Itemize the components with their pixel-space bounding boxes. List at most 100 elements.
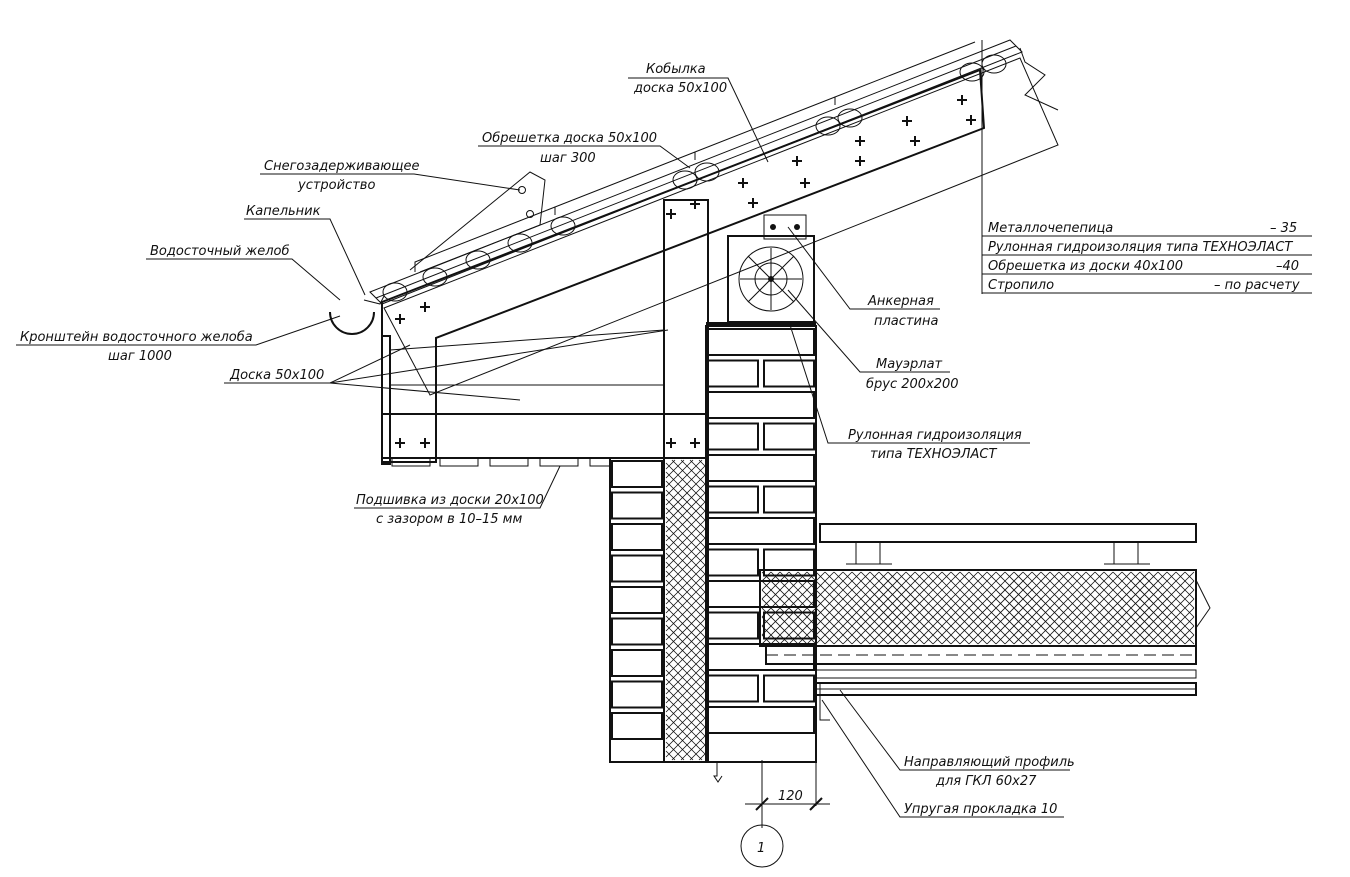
hatch-line <box>869 571 943 645</box>
hatch-line <box>665 696 707 738</box>
hatch-line <box>665 617 707 659</box>
hatch-line <box>1148 598 1195 645</box>
brick <box>611 460 663 488</box>
fastener-crosses <box>395 95 976 448</box>
hatch-line <box>1157 607 1195 645</box>
hatch-line <box>842 571 916 645</box>
hatch-line <box>698 752 707 761</box>
hatch-line <box>851 571 925 645</box>
hatch-line <box>905 571 979 645</box>
hatch-line <box>932 571 1006 645</box>
roof-covering <box>369 39 1023 305</box>
hatch-line <box>806 571 880 645</box>
hatch-line <box>770 571 844 645</box>
label-mauerlat-2: брус 200х200 <box>866 377 959 392</box>
hatch-line <box>665 552 707 594</box>
hatch-line <box>1004 571 1078 645</box>
hatch-line <box>923 571 997 645</box>
hatch-line <box>1166 616 1195 645</box>
axis-marker-circle <box>740 824 784 868</box>
hatch-line <box>698 459 707 468</box>
label-waterproof-1: Рулонная гидроизоляция <box>848 428 1022 443</box>
brick <box>707 706 815 734</box>
hatch-line <box>665 671 707 713</box>
hatch-line <box>788 571 862 645</box>
label-soffit-1: Подшивка из доски 20х100 <box>356 493 544 508</box>
attic-floor <box>759 523 1211 721</box>
hatch-line <box>665 507 707 549</box>
leader-lines <box>16 77 1070 818</box>
hatch-line <box>665 588 707 630</box>
label-profile-2: для ГКЛ 60х27 <box>935 774 1037 789</box>
hatch-line <box>968 571 1042 645</box>
layer-value-4: – по расчету <box>1214 278 1300 293</box>
hatch-line <box>665 482 707 524</box>
drip-edge <box>363 295 385 305</box>
hatch-line <box>665 615 707 657</box>
brick <box>707 359 759 388</box>
hatch-line <box>665 579 707 621</box>
anchor-plate <box>763 214 807 240</box>
brick-wall-outer <box>611 460 663 740</box>
brick <box>763 674 815 703</box>
hatch-line <box>665 644 707 686</box>
hatch-line <box>665 689 707 731</box>
hatch-line <box>665 606 707 648</box>
hatch-line <box>878 571 952 645</box>
brick <box>707 611 759 640</box>
label-drip: Капельник <box>246 204 321 219</box>
label-gutter: Водосточный желоб <box>150 244 290 259</box>
hatch-line <box>665 473 707 515</box>
hatch-line <box>1022 571 1096 645</box>
hatch-line <box>1121 571 1195 645</box>
hatch-line <box>689 459 707 477</box>
snow-guard-hole <box>526 210 534 218</box>
hatch-line <box>665 471 707 513</box>
label-bracket-2: шаг 1000 <box>108 349 172 364</box>
label-bracket-1: Кронштейн водосточного желоба <box>20 330 253 345</box>
hatch-line <box>665 626 707 668</box>
brick <box>707 517 815 545</box>
hatch-line <box>665 716 707 758</box>
brick <box>763 548 815 577</box>
hatch-line <box>665 624 707 666</box>
label-obreshetka-1: Обрешетка доска 50х100 <box>482 131 657 146</box>
brick <box>611 649 663 677</box>
hatch-line <box>665 554 707 596</box>
hatch-line <box>860 571 934 645</box>
hatch-line <box>1103 571 1177 645</box>
hatch-line <box>665 464 707 506</box>
label-anchor-2: пластина <box>874 314 938 329</box>
brick <box>611 712 663 740</box>
brick <box>611 617 663 646</box>
hatch-line <box>671 459 707 495</box>
hatch-line <box>665 714 707 756</box>
label-obreshetka-2: шаг 300 <box>540 151 596 166</box>
hatch-line <box>665 635 707 677</box>
hatch-line <box>665 705 707 747</box>
hatch-line <box>665 590 707 632</box>
bottom-board <box>381 413 709 459</box>
brick <box>707 328 815 356</box>
hatch-line <box>1031 571 1105 645</box>
brick <box>763 422 815 451</box>
brick <box>611 554 663 583</box>
hatch-line <box>665 669 707 711</box>
hatch-line <box>665 459 694 488</box>
brick <box>611 523 663 551</box>
hatch-line <box>1166 571 1195 600</box>
hatch-line <box>833 571 907 645</box>
brick <box>707 485 759 514</box>
label-kobylka-2: доска 50х100 <box>633 81 727 96</box>
tile-steps <box>414 41 976 272</box>
kobylka-board <box>381 68 986 463</box>
brick <box>707 422 759 451</box>
hatch-line <box>665 581 707 623</box>
hatch-line <box>665 491 707 533</box>
brick <box>707 391 815 419</box>
layer-value-3: –40 <box>1276 259 1299 274</box>
brick <box>611 586 663 614</box>
hatch-line <box>665 536 707 578</box>
hatch-line <box>1049 571 1123 645</box>
hatch-line <box>1067 571 1141 645</box>
